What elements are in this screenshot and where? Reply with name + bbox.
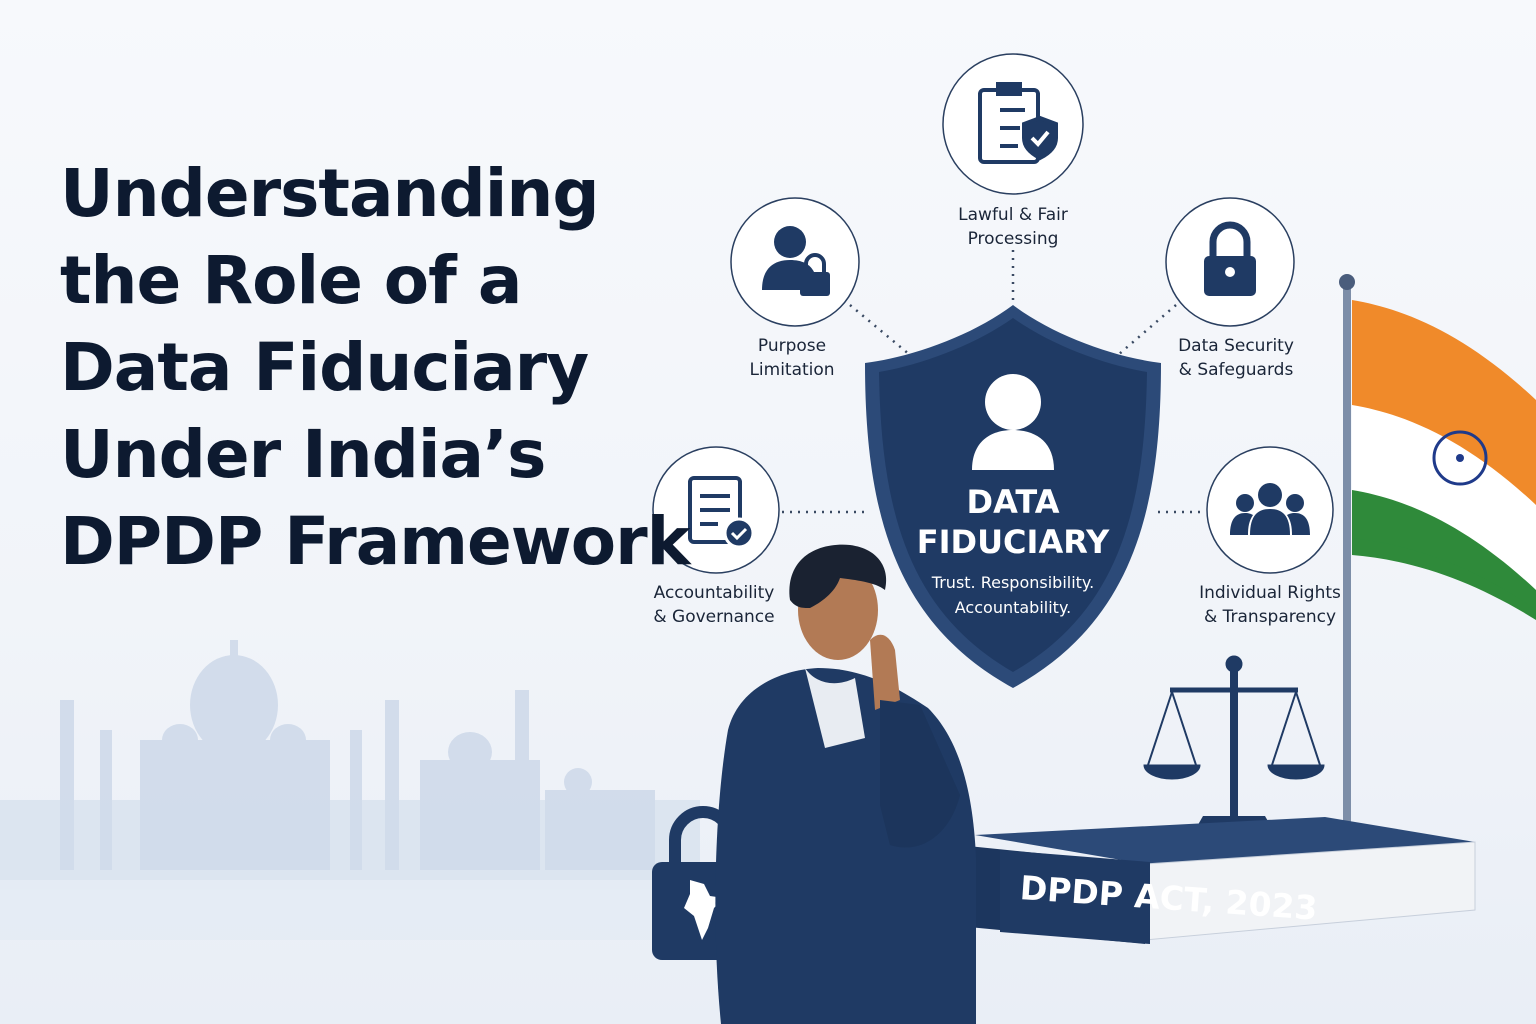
data-fiduciary-shield [865, 305, 1161, 688]
connector-lines [782, 250, 1205, 514]
title-line: Data Fiduciary [60, 329, 589, 406]
label-line: & Safeguards [1178, 360, 1294, 380]
title-line: the Role of a [60, 242, 522, 319]
label-individual-rights: Individual Rights & Transparency [1170, 581, 1370, 629]
title-line: DPDP Framework [60, 503, 691, 580]
label-line: & Transparency [1203, 607, 1337, 627]
label-purpose-limitation: Purpose Limitation [692, 334, 892, 382]
dpdp-act-book [958, 817, 1476, 944]
label-line: Limitation [749, 360, 835, 380]
person-icon [985, 374, 1041, 430]
label-line: Individual Rights [1199, 583, 1341, 603]
shield-heading-line: FIDUCIARY [916, 523, 1110, 561]
shield-heading-line: DATA [966, 483, 1060, 521]
title-line: Under India’s [60, 416, 546, 493]
document-check-icon [688, 476, 755, 549]
tagline-line: Accountability. [954, 598, 1072, 617]
tagline-line: Trust. Responsibility. [931, 573, 1095, 592]
label-line: Purpose [757, 336, 827, 356]
label-line: Processing [967, 229, 1059, 249]
label-line: Accountability [653, 583, 775, 603]
group-icon [1230, 483, 1310, 535]
scales-of-justice-icon [1143, 655, 1325, 830]
label-lawful-fair-processing: Lawful & Fair Processing [913, 203, 1113, 251]
india-flag [1339, 274, 1536, 822]
user-lock-icon [762, 226, 830, 296]
label-line: Data Security [1178, 336, 1294, 356]
label-accountability-governance: Accountability & Governance [614, 581, 814, 629]
checklist-shield-icon [978, 82, 1058, 164]
businessman-figure [715, 544, 976, 1024]
padlock-icon [1204, 221, 1256, 296]
label-line: & Governance [653, 607, 775, 627]
label-line: Lawful & Fair [958, 205, 1068, 225]
shield-heading: DATA FIDUCIARY [863, 482, 1163, 562]
india-map-icon [684, 880, 724, 940]
title-line: Understanding [60, 155, 600, 232]
page-title: Understanding the Role of a Data Fiducia… [60, 150, 691, 585]
taj-mahal-skyline [0, 640, 700, 940]
shield-tagline: Trust. Responsibility. Accountability. [863, 570, 1163, 620]
ashoka-chakra-icon [1432, 430, 1488, 486]
label-data-security: Data Security & Safeguards [1136, 334, 1336, 382]
